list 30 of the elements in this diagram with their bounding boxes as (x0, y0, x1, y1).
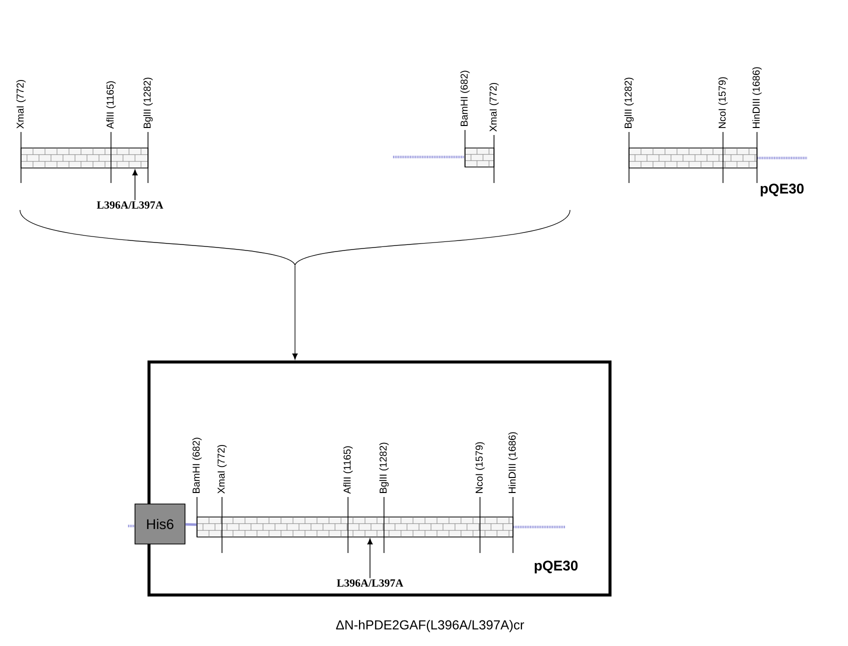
dna-fragment-bar (628, 148, 758, 168)
dna-fragment-bar (464, 148, 494, 168)
construct-frame (148, 360, 612, 596)
mutation-arrow (132, 169, 138, 201)
site-label: XmaI (772) (489, 82, 499, 132)
site-label: NcoI (1579) (475, 442, 485, 493)
site-label: XmaI (772) (217, 444, 227, 494)
site-label: HinDIII (1686) (508, 432, 518, 493)
site-label: BglII (1282) (143, 78, 153, 128)
construct-caption: ΔN-hPDE2GAF(L396A/L397A)cr (336, 620, 524, 632)
site-label: HinDIII (1686) (752, 67, 762, 128)
mutation-label: L396A/L397A (96, 201, 164, 209)
mutation-arrow (367, 538, 373, 579)
dna-fragment-bar (20, 148, 148, 168)
site-label: AflII (1165) (106, 81, 116, 129)
vector-label: pQE30 (760, 184, 804, 196)
dna-strand (185, 523, 197, 526)
arrow (292, 264, 298, 360)
site-label: BamHI (682) (192, 438, 202, 493)
site-label: BamHI (682) (460, 70, 470, 126)
site-label: BglII (1282) (379, 442, 389, 493)
site-label: NcoI (1579) (718, 77, 728, 128)
curly-brace (20, 210, 570, 266)
site-label: AflII (1165) (343, 446, 353, 494)
mutation-label: L396A/L397A (336, 579, 404, 587)
tag-box: His6 (134, 504, 186, 544)
site-label: XmaI (772) (16, 80, 26, 129)
vector-label: pQE30 (534, 560, 578, 574)
site-label: BglII (1282) (624, 78, 634, 128)
dna-fragment-bar (196, 516, 514, 538)
